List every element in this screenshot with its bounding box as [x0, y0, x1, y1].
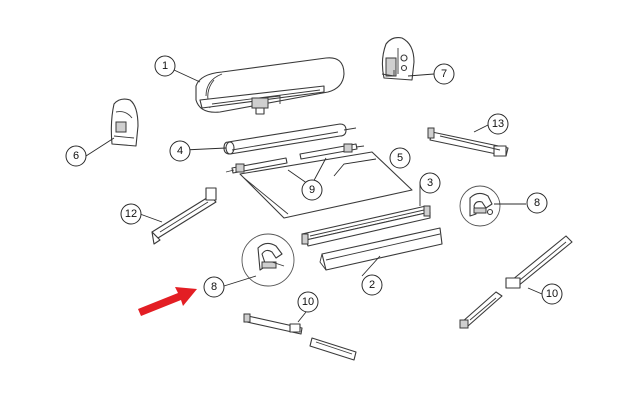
callout-10-right: 10 [541, 283, 563, 305]
callout-6: 6 [65, 145, 87, 167]
callout-8-left: 8 [203, 276, 225, 298]
callout-8-right: 8 [526, 192, 548, 214]
callout-8-right-label: 8 [534, 197, 540, 209]
part-8-bracket-detail-left [241, 233, 295, 287]
callout-13-label: 13 [492, 118, 504, 130]
callout-2-label: 2 [369, 279, 375, 291]
part-4-roller-tube [223, 123, 357, 155]
part-2-front-profile [319, 227, 443, 271]
callout-10-right-label: 10 [546, 288, 558, 300]
part-6-left-end-cap [110, 98, 139, 147]
callout-13: 13 [487, 113, 509, 135]
callout-9-label: 9 [309, 184, 315, 196]
part-10-arm-right [459, 235, 573, 329]
part-5-fabric [239, 151, 413, 219]
part-7-right-end-cap [381, 37, 415, 81]
callout-7: 7 [433, 63, 455, 85]
part-9-spring-axles [225, 143, 365, 174]
callout-4-label: 4 [177, 145, 183, 157]
red-pointer-arrow-icon [138, 287, 197, 316]
callout-6-label: 6 [73, 150, 79, 162]
callout-12-label: 12 [125, 208, 137, 220]
part-13-upper-arm [427, 127, 509, 157]
callout-5: 5 [389, 147, 411, 169]
callout-3-label: 3 [427, 177, 433, 189]
callout-1-label: 1 [162, 60, 168, 72]
callout-10-centre-label: 10 [302, 296, 314, 308]
part-1-cassette-housing [195, 57, 345, 115]
callout-7-label: 7 [441, 68, 447, 80]
part-10-arm-lower-centre [243, 313, 357, 361]
callout-9: 9 [301, 179, 323, 201]
part-3-lead-rail [301, 205, 431, 247]
callout-2: 2 [361, 274, 383, 296]
callout-8-left-label: 8 [211, 281, 217, 293]
callout-10-centre: 10 [297, 291, 319, 313]
callout-3: 3 [419, 172, 441, 194]
callout-5-label: 5 [397, 152, 403, 164]
callout-12: 12 [120, 203, 142, 225]
callout-1: 1 [154, 55, 176, 77]
part-12-lower-arm [151, 187, 217, 245]
part-8-bracket-detail-right [459, 185, 501, 227]
callout-4: 4 [169, 140, 191, 162]
